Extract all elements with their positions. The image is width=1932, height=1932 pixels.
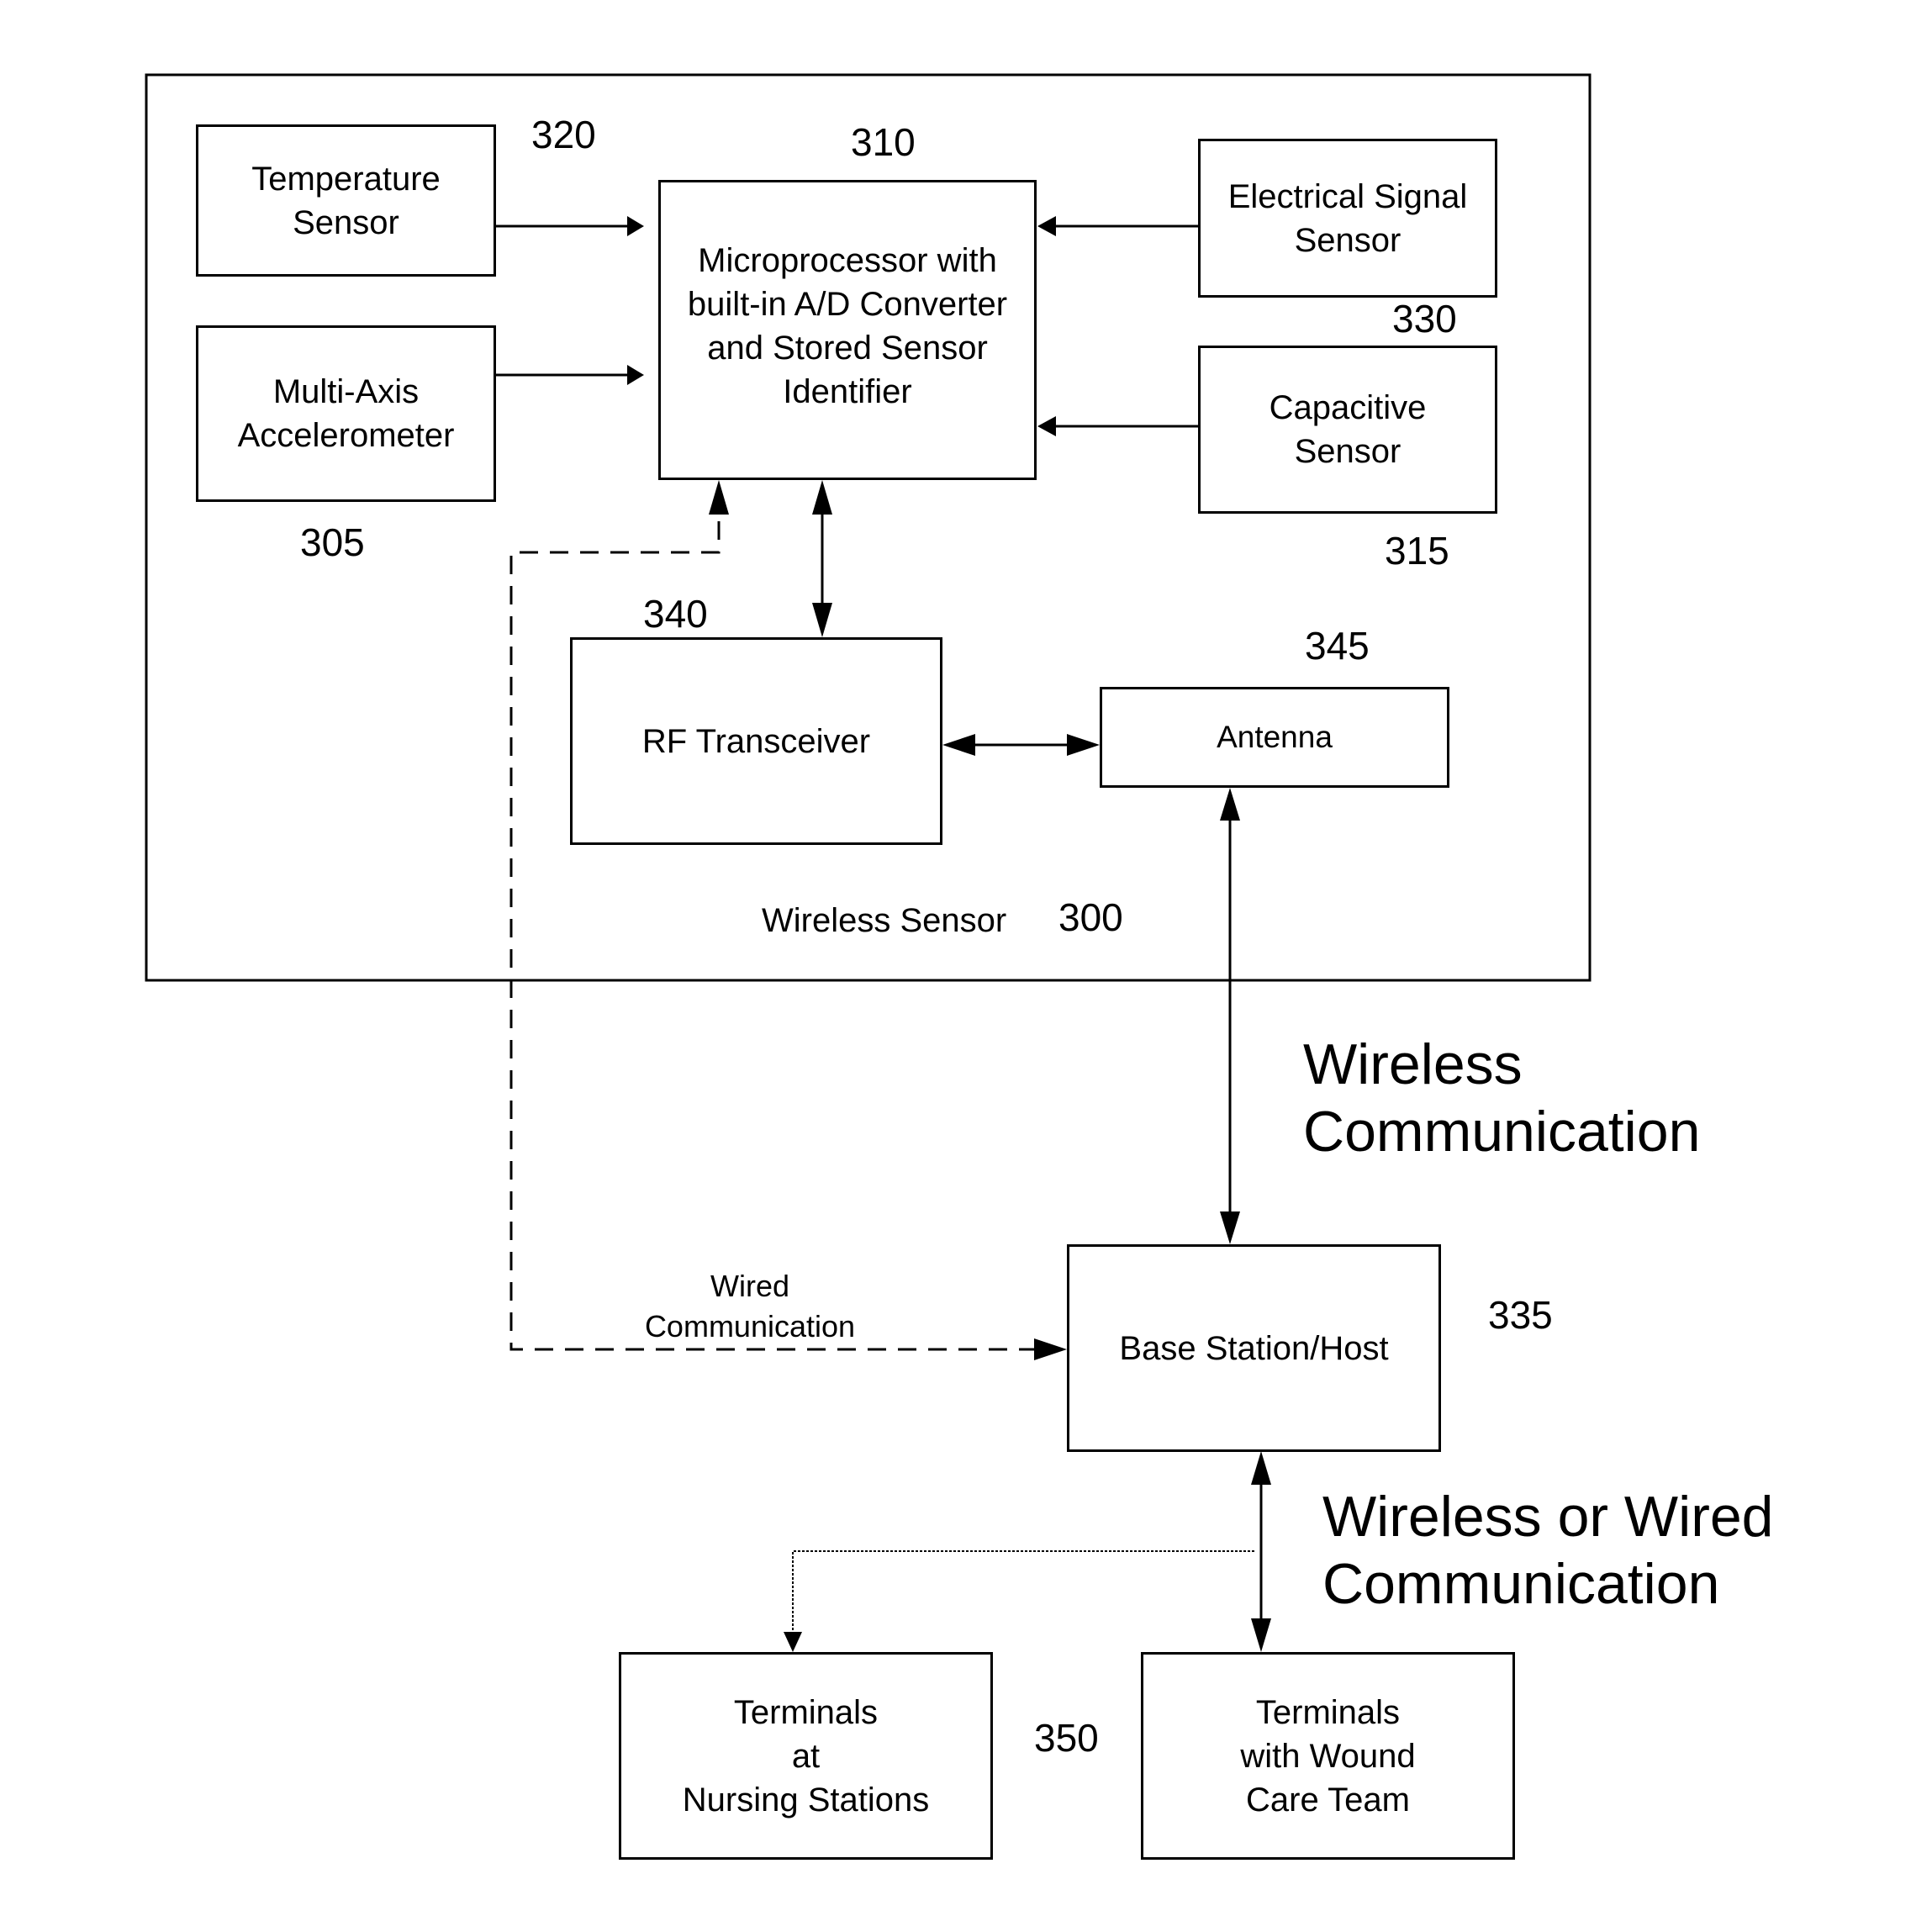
arrowhead (1037, 416, 1056, 436)
arrowhead (1251, 1451, 1271, 1485)
arrowhead (812, 480, 832, 515)
arrowhead (942, 734, 975, 756)
arrowhead (627, 365, 644, 385)
antenna-label: Antenna (1217, 715, 1333, 759)
ref-340: 340 (643, 591, 708, 636)
wound-care-terminals-label: Terminals with Wound Care Team (1240, 1691, 1415, 1822)
rf-transceiver-block: RF Transceiver (570, 637, 942, 845)
temperature-sensor-label: Temperature Sensor (251, 157, 441, 245)
ref-300: 300 (1058, 895, 1123, 940)
ref-320: 320 (531, 112, 596, 157)
ref-310: 310 (851, 119, 916, 165)
arrowhead (709, 480, 729, 515)
base-station-block: Base Station/Host (1067, 1244, 1441, 1452)
arrowhead (1034, 1338, 1067, 1360)
ref-330: 330 (1392, 296, 1457, 341)
wireless-communication-label: Wireless Communication (1303, 1031, 1700, 1165)
wireless-or-wired-communication-label: Wireless or Wired Communication (1322, 1483, 1774, 1618)
wireless-sensor-label: Wireless Sensor (762, 902, 1006, 940)
arrowhead (812, 603, 832, 637)
ref-315: 315 (1385, 528, 1449, 573)
wound-care-terminals-block: Terminals with Wound Care Team (1141, 1652, 1515, 1860)
nursing-terminals-label: Terminals at Nursing Stations (683, 1691, 929, 1822)
ref-335: 335 (1488, 1292, 1553, 1338)
accelerometer-block: Multi-Axis Accelerometer (196, 325, 496, 502)
electrical-signal-sensor-label: Electrical Signal Sensor (1228, 175, 1468, 262)
arrowhead (1220, 788, 1240, 821)
wired-communication-label: Wired Communication (632, 1266, 868, 1347)
temperature-sensor-block: Temperature Sensor (196, 124, 496, 277)
ref-345: 345 (1305, 623, 1370, 668)
accelerometer-label: Multi-Axis Accelerometer (238, 370, 455, 457)
arrowhead (627, 216, 644, 236)
ref-350: 350 (1034, 1715, 1099, 1760)
capacitive-sensor-block: Capacitive Sensor (1198, 346, 1497, 514)
rf-transceiver-label: RF Transceiver (642, 720, 870, 763)
arrowhead (1251, 1618, 1271, 1652)
arrowhead (1037, 216, 1056, 236)
ref-305: 305 (300, 520, 365, 565)
electrical-signal-sensor-block: Electrical Signal Sensor (1198, 139, 1497, 298)
base-station-label: Base Station/Host (1119, 1327, 1388, 1370)
arrowhead (1220, 1211, 1240, 1244)
antenna-block: Antenna (1100, 687, 1449, 788)
dotted-branch-to-nursing (793, 1551, 1254, 1635)
microprocessor-label: Microprocessor with built-in A/D Convert… (688, 239, 1007, 414)
capacitive-sensor-label: Capacitive Sensor (1270, 386, 1427, 473)
arrowhead (1067, 734, 1100, 756)
nursing-terminals-block: Terminals at Nursing Stations (619, 1652, 993, 1860)
arrowhead (784, 1632, 802, 1652)
microprocessor-block: Microprocessor with built-in A/D Convert… (658, 180, 1037, 480)
